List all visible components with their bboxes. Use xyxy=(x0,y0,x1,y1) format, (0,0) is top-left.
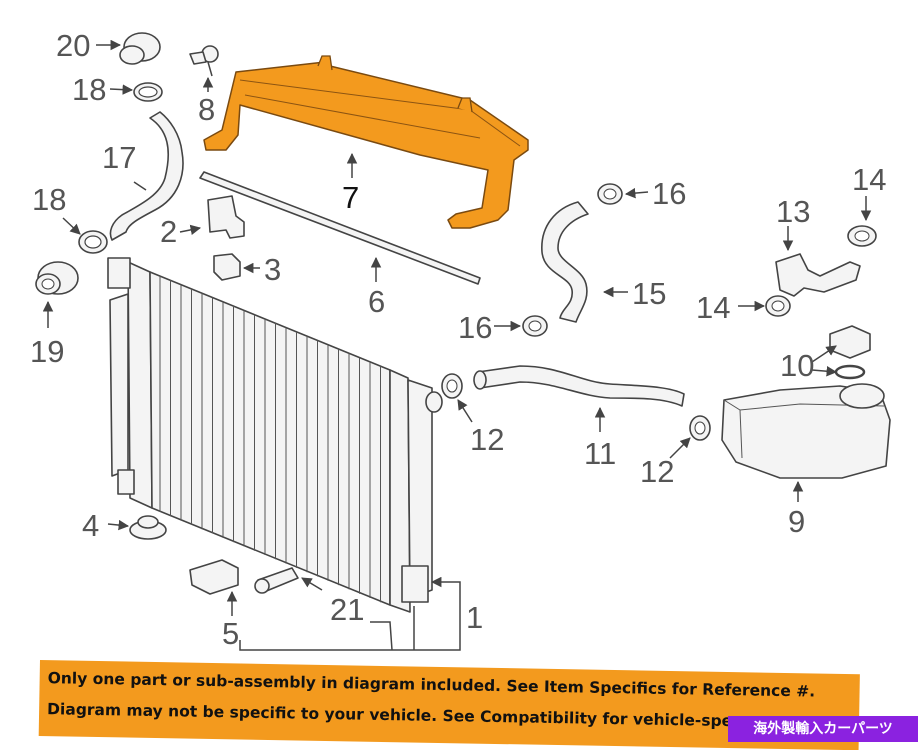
part-9-coolant-reservoir xyxy=(721,383,891,479)
callout-17: 17 xyxy=(102,140,136,175)
part-15-lower-hose xyxy=(541,201,589,323)
part-16-clamp-upper xyxy=(597,183,623,205)
callout-15: 15 xyxy=(632,276,666,311)
callout-4: 4 xyxy=(82,508,99,543)
part-21-sensor xyxy=(254,567,299,594)
callout-14-upper: 14 xyxy=(852,162,886,197)
callout-14-lower: 14 xyxy=(696,290,730,325)
part-20-hose-connector xyxy=(119,32,161,65)
callout-20: 20 xyxy=(56,28,90,63)
part-14-clamp-upper xyxy=(847,225,877,247)
callout-3: 3 xyxy=(264,252,281,287)
part-2-bracket xyxy=(207,195,245,239)
part-10-reservoir-cap xyxy=(829,325,871,380)
part-16-clamp-lower xyxy=(522,315,548,337)
callout-21: 21 xyxy=(330,592,364,627)
callout-18-lower: 18 xyxy=(32,182,66,217)
callout-12-right: 12 xyxy=(640,454,674,489)
disclaimer-line-2: Diagram may not be specific to your vehi… xyxy=(46,700,742,731)
part-4-grommet xyxy=(129,515,167,540)
callout-10: 10 xyxy=(780,348,814,383)
part-1-radiator xyxy=(107,257,443,613)
callout-11: 11 xyxy=(584,436,616,471)
callout-5: 5 xyxy=(222,616,239,651)
part-5-drain-plug xyxy=(189,559,239,595)
seller-badge: 海外製輸入カーパーツ xyxy=(728,716,918,742)
callout-2: 2 xyxy=(160,214,177,249)
part-8-push-pin xyxy=(189,45,219,77)
part-13-bypass-hose xyxy=(775,253,861,297)
callout-1: 1 xyxy=(466,600,483,635)
part-12-clamp-right xyxy=(689,415,711,441)
callout-7: 7 xyxy=(342,180,359,215)
callout-9: 9 xyxy=(788,504,805,539)
callout-12-left: 12 xyxy=(470,422,504,457)
callout-8: 8 xyxy=(198,92,215,127)
callout-13: 13 xyxy=(776,194,810,229)
part-12-clamp-left xyxy=(441,373,463,399)
callout-6: 6 xyxy=(368,284,385,319)
callout-numbers: 20 18 8 7 17 18 2 3 6 19 16 13 14 15 14 … xyxy=(30,28,886,651)
part-3-mount xyxy=(213,253,241,281)
part-17-radiator-hose xyxy=(109,111,184,241)
disclaimer-line-1: Only one part or sub-assembly in diagram… xyxy=(47,669,816,701)
callout-16-upper: 16 xyxy=(652,176,686,211)
part-18-clamp-upper xyxy=(133,82,163,102)
part-19-outlet-fitting xyxy=(35,261,79,295)
part-7-air-deflector xyxy=(203,55,529,229)
callout-18-upper: 18 xyxy=(72,72,106,107)
callout-19: 19 xyxy=(30,334,64,369)
part-18-clamp-lower xyxy=(78,230,108,254)
part-6-seal-strip xyxy=(199,171,481,285)
part-11-overflow-hose xyxy=(473,365,685,407)
leader-lines xyxy=(42,39,872,651)
callout-16-lower: 16 xyxy=(458,310,492,345)
part-14-clamp-lower xyxy=(765,295,791,317)
